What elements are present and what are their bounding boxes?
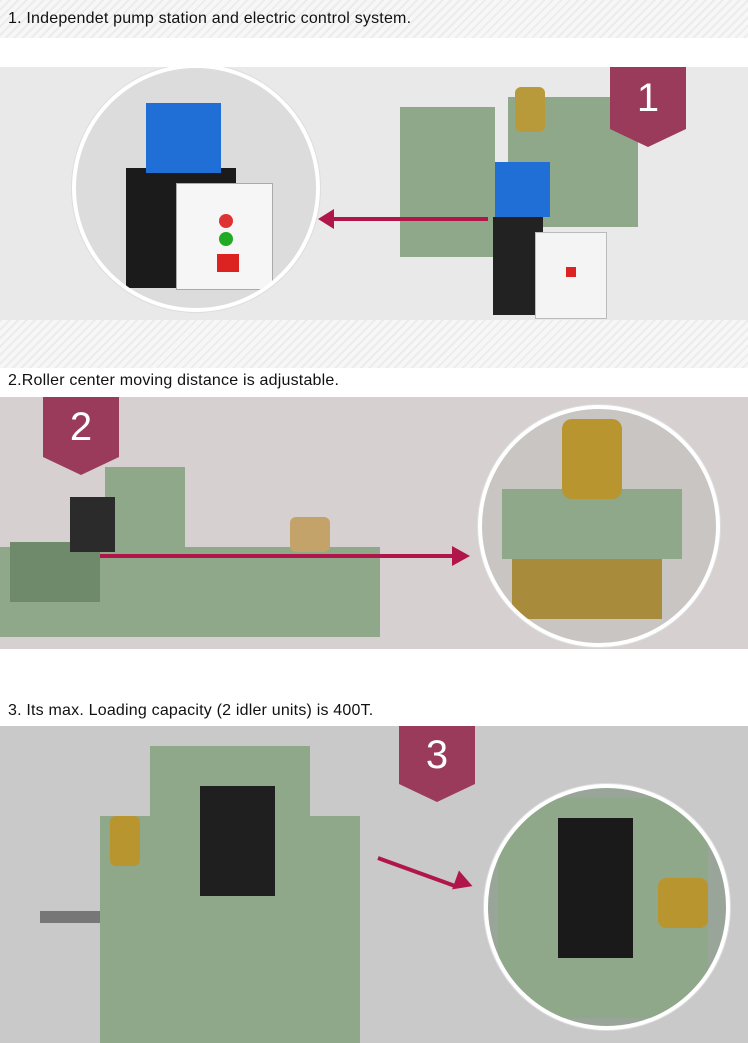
section1-header-band xyxy=(0,0,748,38)
section2-arrow-head xyxy=(452,546,470,566)
control-logo xyxy=(566,267,576,277)
blue-motor xyxy=(495,162,550,217)
section2-photo-panel: 2 xyxy=(0,397,748,649)
section3-arrow-head xyxy=(452,870,476,896)
section3-arrow xyxy=(377,856,456,888)
section1-footer-band xyxy=(0,320,748,368)
pump-station-zoom-circle xyxy=(72,67,320,312)
zoom-green-button xyxy=(219,232,233,246)
control-box xyxy=(535,232,607,319)
zoom-red-button xyxy=(219,214,233,228)
bellows-cover-large xyxy=(200,786,275,896)
roller-wheel xyxy=(515,87,545,132)
section1-arrow-head xyxy=(318,209,334,229)
section1-number-badge: 1 xyxy=(610,67,686,147)
zoom-control-box xyxy=(176,183,273,290)
zoom-brass-slide xyxy=(512,559,662,619)
zoom-brand-logo xyxy=(217,254,239,272)
side-roller xyxy=(110,816,140,866)
bellows-zoom-circle xyxy=(484,784,730,1030)
pump-frame xyxy=(493,217,543,315)
section2-heading: 2.Roller center moving distance is adjus… xyxy=(8,372,340,389)
zoom-side-roller xyxy=(658,878,708,928)
rail-end-block xyxy=(10,542,100,602)
section1-heading: 1. Independet pump station and electric … xyxy=(8,10,412,27)
roller-zoom-circle xyxy=(478,405,720,647)
bellows-cover xyxy=(70,497,115,552)
idler-unit-left xyxy=(400,107,495,257)
zoom-roller-wheel xyxy=(562,419,622,499)
section3-photo-panel: 3 xyxy=(0,726,748,1043)
section2-number-badge: 2 xyxy=(43,397,119,475)
side-shaft xyxy=(40,911,100,923)
section1-photo-panel: 1 xyxy=(0,67,748,320)
section1-arrow xyxy=(330,217,488,221)
far-roller xyxy=(290,517,330,552)
zoom-bracket xyxy=(502,489,682,559)
section3-number-badge: 3 xyxy=(399,726,475,802)
zoom-bellows xyxy=(558,818,633,958)
idler-head xyxy=(105,467,185,567)
section2-arrow xyxy=(100,554,455,558)
zoom-blue-motor xyxy=(146,103,221,173)
section3-heading: 3. Its max. Loading capacity (2 idler un… xyxy=(8,702,374,719)
